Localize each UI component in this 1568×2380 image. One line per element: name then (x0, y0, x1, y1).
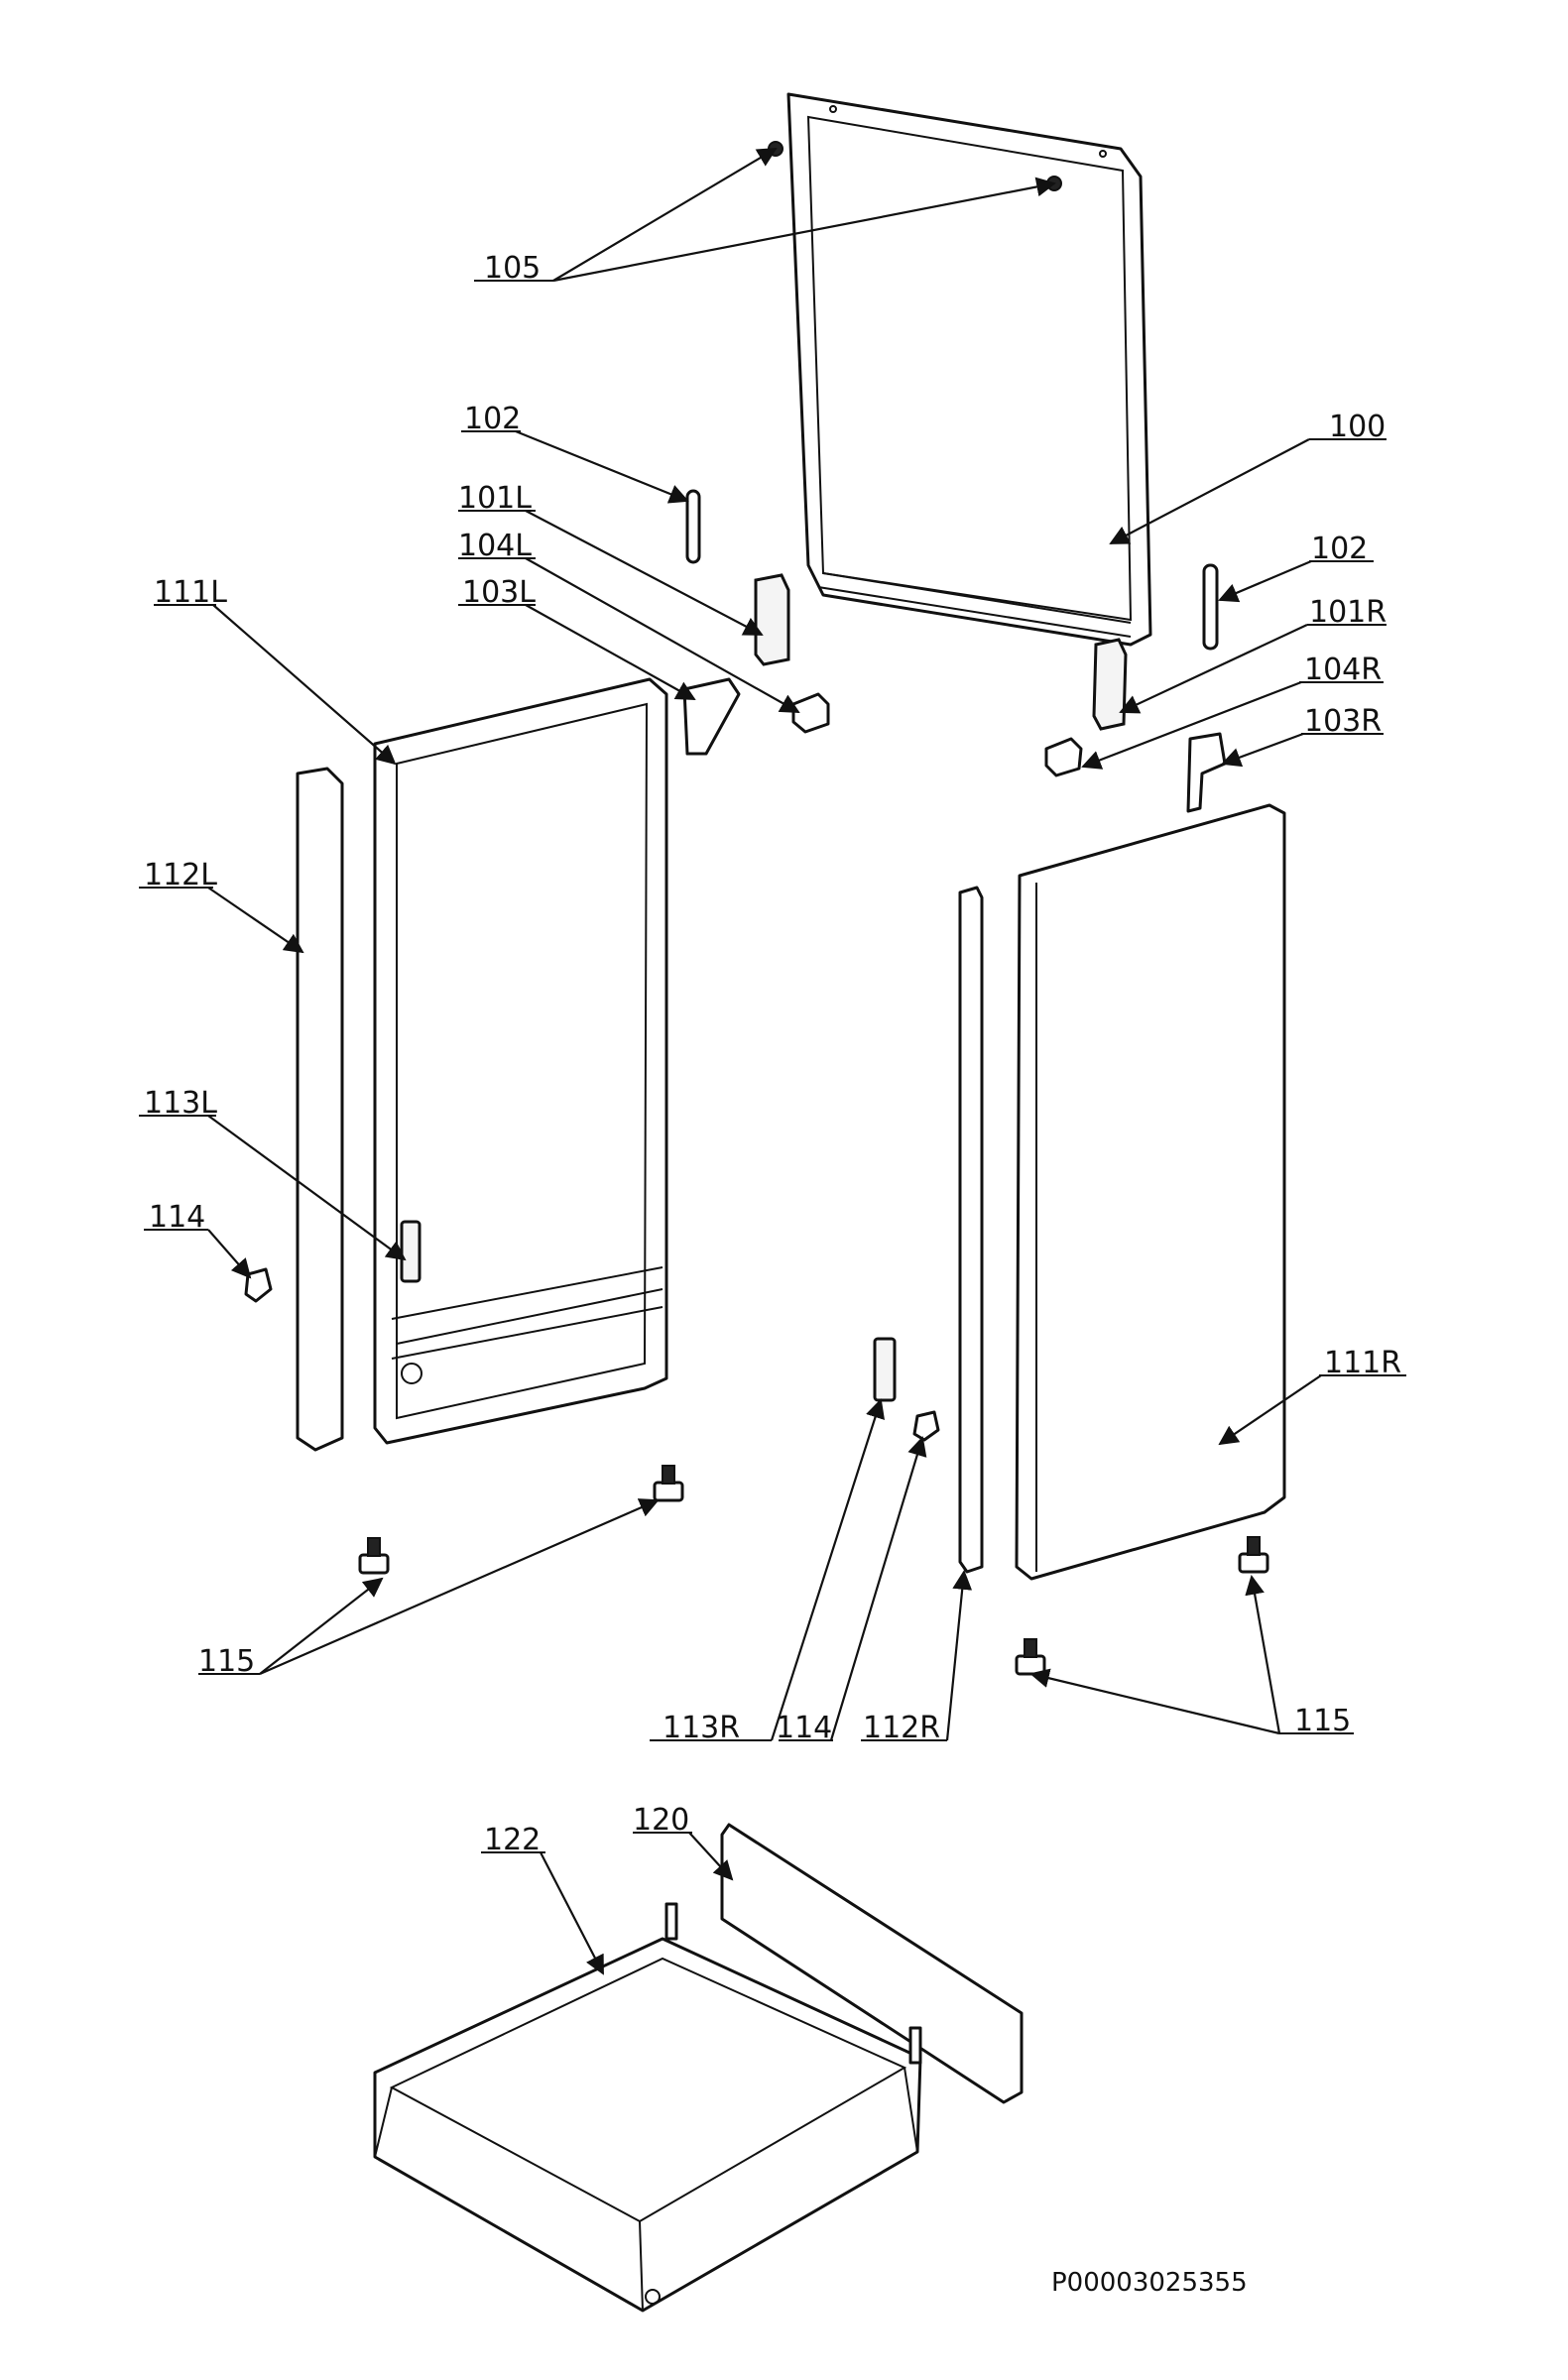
part-114-right-clip (912, 1410, 940, 1442)
label-122: 122 (484, 1823, 541, 1857)
label-105: 105 (484, 251, 541, 286)
part-101L-hinge-cover (754, 573, 790, 666)
label-120: 120 (633, 1803, 689, 1838)
part-102-left-pin (685, 489, 701, 564)
part-120-back-plate (720, 1823, 1024, 2104)
label-113R: 113R (663, 1711, 740, 1745)
label-112R: 112R (863, 1711, 940, 1745)
part-122-base-tray (373, 1902, 922, 2313)
label-112L: 112L (144, 858, 217, 892)
part-112L-left-rail (296, 767, 344, 1452)
part-102-right-pin (1202, 563, 1219, 651)
part-100-top-frame (786, 92, 1152, 647)
part-111L-left-side-panel (373, 677, 668, 1445)
label-113L: 113L (144, 1086, 217, 1121)
label-114-right: 114 (776, 1711, 832, 1745)
part-101R-hinge-cover (1092, 638, 1128, 731)
label-102-left: 102 (464, 402, 521, 436)
leader-lines (139, 147, 1406, 1975)
document-id: P00003025355 (1051, 2268, 1248, 2298)
label-115-right: 115 (1294, 1704, 1351, 1738)
part-113L-clip (400, 1220, 422, 1283)
label-102-right: 102 (1311, 532, 1368, 566)
label-103L: 103L (462, 575, 536, 610)
label-104R: 104R (1304, 653, 1382, 687)
label-111L: 111L (154, 575, 227, 610)
part-112R-right-rail (958, 886, 984, 1574)
label-100: 100 (1329, 410, 1386, 444)
part-104L-bracket (791, 692, 830, 734)
part-103L-bracket (682, 677, 741, 756)
label-111R: 111R (1324, 1346, 1401, 1380)
label-103R: 103R (1304, 704, 1382, 739)
label-104L: 104L (458, 529, 532, 563)
part-114-left-clip (244, 1267, 273, 1303)
part-113R-clip (873, 1337, 897, 1402)
part-104R-bracket (1044, 737, 1083, 777)
label-114-left: 114 (149, 1200, 205, 1235)
label-101R: 101R (1309, 595, 1387, 630)
part-labels: 105 102 100 101L 104L 103L 111L 102 101R… (144, 251, 1401, 2298)
label-101L: 101L (458, 481, 532, 516)
part-111R-right-side-panel (1015, 803, 1286, 1581)
label-115-left: 115 (198, 1644, 255, 1679)
part-103R-bracket (1186, 732, 1227, 813)
